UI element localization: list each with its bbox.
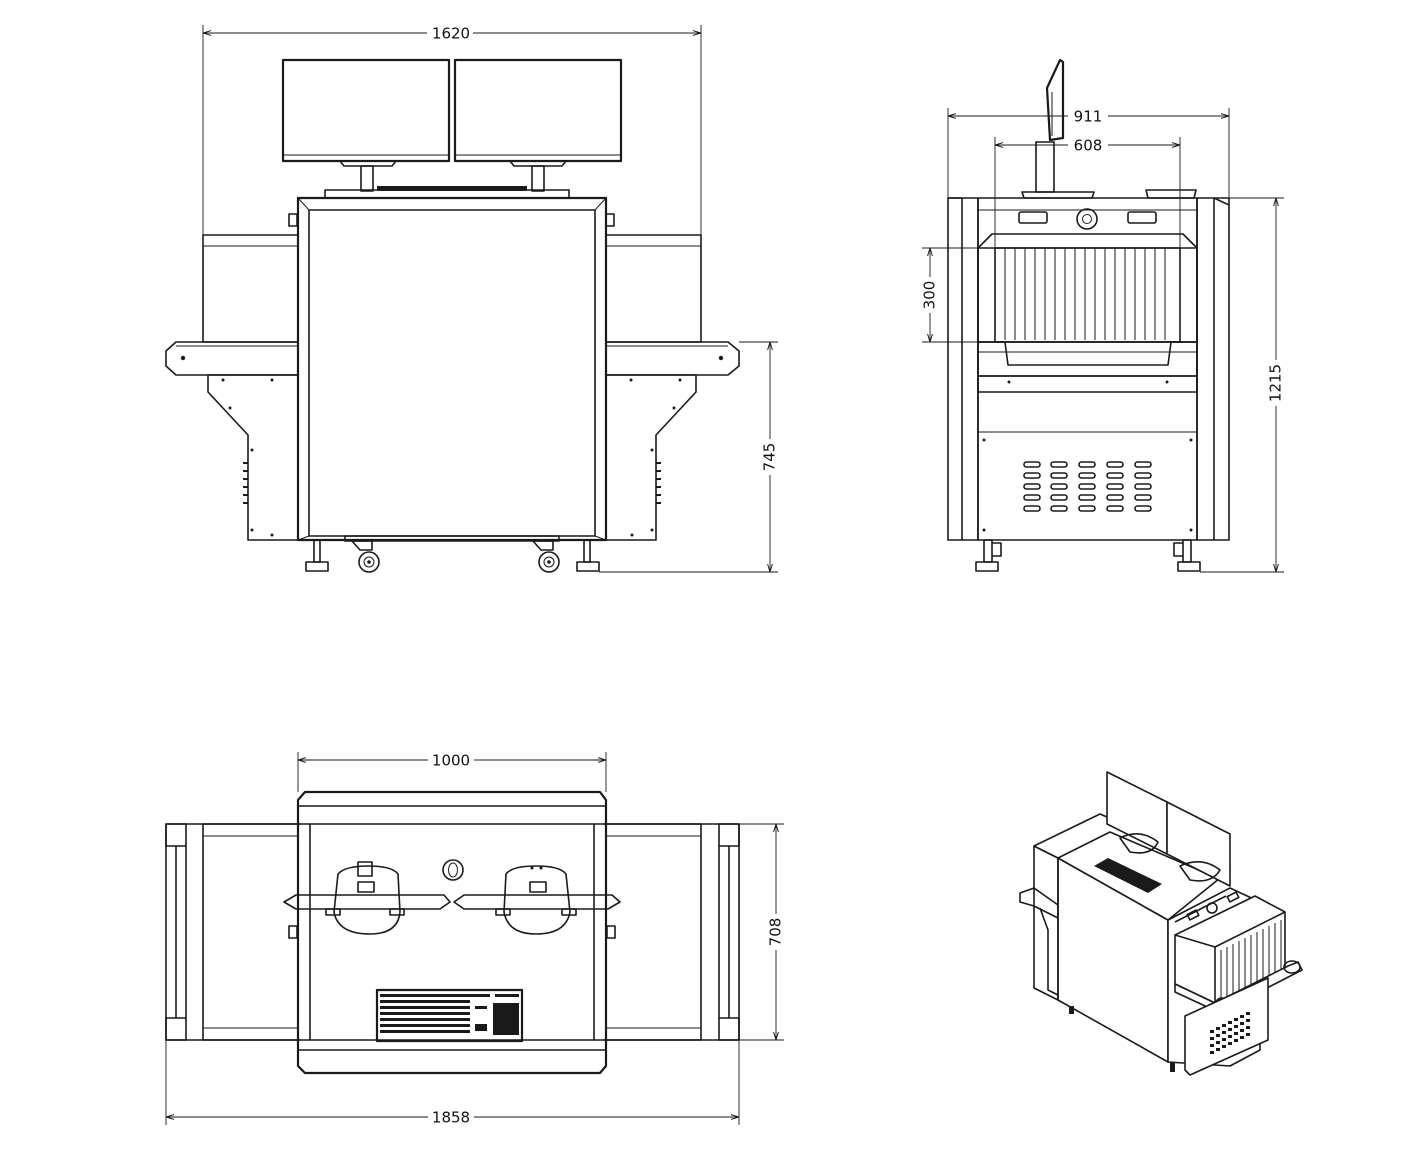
side-tunnel: [977, 233, 1198, 249]
dim-top-body-width: 1000: [432, 752, 470, 770]
dim-tunnel-height: 300: [921, 281, 939, 310]
iso-tunnel-curtains: [1220, 920, 1282, 1000]
side-feet: [975, 539, 1201, 572]
front-feet: [305, 539, 600, 572]
top-emergency-button: [442, 859, 464, 881]
iso-monitor-right: [1166, 801, 1231, 887]
front-casters: [351, 540, 560, 573]
front-conveyor-right: [606, 341, 740, 376]
dim-overall-length: 1858: [432, 1109, 470, 1127]
dim-side-outer-width: 911: [1074, 108, 1103, 126]
isometric-view: [1019, 771, 1303, 1076]
side-tunnel-curtains: [1004, 248, 1166, 340]
iso-vent-grid: [1210, 1012, 1250, 1054]
top-monitor-right: [453, 865, 621, 935]
top-body: [296, 790, 608, 1075]
dim-overall-height: 1215: [1267, 364, 1285, 402]
top-keyboard: [375, 988, 524, 1043]
side-vent-grid: [1023, 461, 1152, 512]
front-vents-right: [656, 462, 661, 504]
dim-top-depth: 708: [767, 918, 785, 947]
front-conveyor-left: [165, 341, 298, 376]
side-emergency-button: [1076, 208, 1098, 230]
top-monitor-left: [283, 861, 451, 935]
side-view: 911 608 300 1215: [920, 58, 1286, 573]
dim-side-inner-width: 608: [1074, 137, 1103, 155]
front-view: 1620 745: [165, 23, 780, 573]
top-view: 1000 708 1858: [165, 750, 786, 1127]
dim-front-width: 1620: [432, 25, 470, 43]
front-cabinet: [296, 196, 608, 542]
side-monitor: [1045, 58, 1065, 142]
front-keyboard: [377, 186, 527, 191]
dim-belt-height: 745: [761, 443, 779, 472]
front-vents-left: [243, 462, 248, 504]
front-monitor-right: [453, 58, 623, 163]
front-monitor-left: [281, 58, 451, 163]
